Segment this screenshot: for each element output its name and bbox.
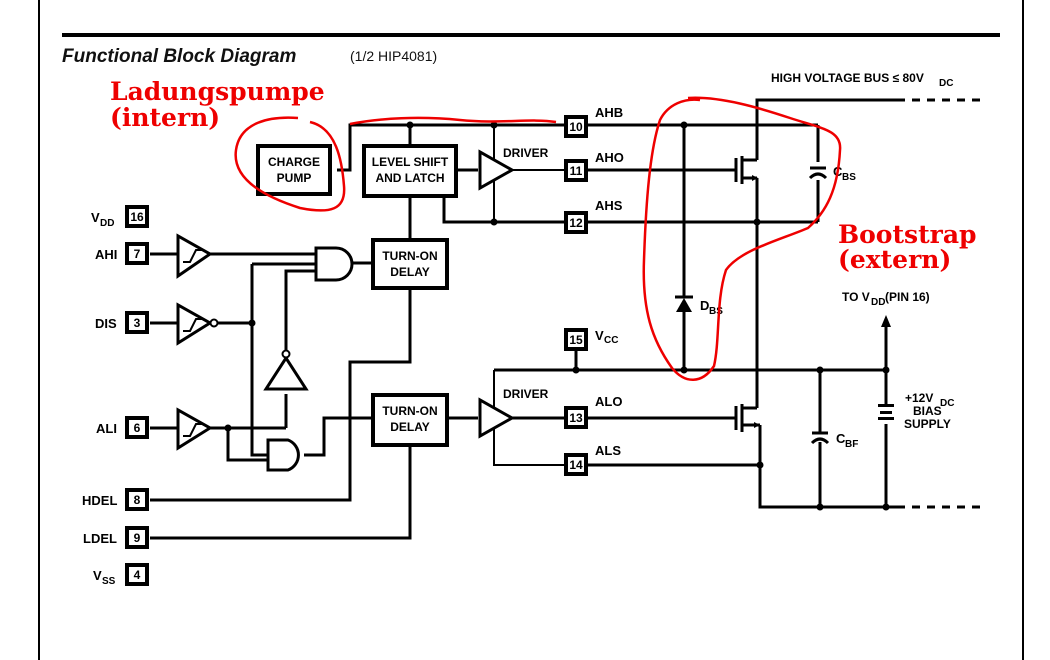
turn-on-delay-high-label-1: TURN-ON [382,249,437,263]
turn-on-delay-high-block: TURN-ON DELAY [371,238,449,290]
pin-vcc: 15 V CC [564,328,618,351]
charge-pump-label-2: PUMP [277,171,312,185]
svg-text:AHI: AHI [95,247,117,262]
turn-on-delay-low-block: TURN-ON DELAY [371,393,449,447]
schmitt-inverter-dis-icon [176,302,219,346]
pin-aho: 11 AHO [564,150,624,182]
mosfet-high-icon [734,156,758,184]
svg-text:AHO: AHO [595,150,624,165]
svg-text:AHS: AHS [595,198,623,213]
svg-text:TO V: TO V [842,290,870,304]
svg-text:13: 13 [569,411,583,425]
charge-pump-label-1: CHARGE [268,155,320,169]
driver-high-label: DRIVER [503,146,549,160]
diagram-subtitle: (1/2 HIP4081) [350,48,437,64]
turn-on-delay-low-label-2: DELAY [390,420,430,434]
svg-text:8: 8 [134,493,141,507]
svg-text:BS: BS [842,172,856,183]
driver-low-label: DRIVER [503,387,549,401]
svg-text:9: 9 [134,531,141,545]
pin-alo: 13 ALO [564,394,622,429]
svg-text:HDEL: HDEL [82,493,117,508]
to-vdd-label: TO V DD (PIN 16) [842,290,930,308]
pin-ldel: LDEL 9 [83,526,149,549]
capacitor-cbf-icon: C BF [810,431,858,450]
hv-bus-label: HIGH VOLTAGE BUS ≤ 80V DC [771,71,953,89]
svg-text:C: C [836,431,846,446]
bootstrap-note-line1: Bootstrap [838,220,977,249]
svg-text:BF: BF [845,439,858,450]
svg-text:DC: DC [939,78,953,89]
level-shift-block: LEVEL SHIFT AND LATCH [362,144,458,198]
pin-ali: ALI 6 [96,416,149,439]
junction-dots [224,121,890,511]
driver-low: DRIVER [478,387,549,439]
and-gate-low-icon [266,438,300,472]
driver-high: DRIVER [478,146,549,191]
svg-text:DIS: DIS [95,316,117,331]
pin-als: 14 ALS [564,443,621,476]
svg-text:ALI: ALI [96,421,117,436]
svg-text:7: 7 [134,247,141,261]
turn-on-delay-high-label-2: DELAY [390,265,430,279]
wires [150,98,985,540]
charge-pump-circle-annotation [234,116,346,212]
svg-text:3: 3 [134,316,141,330]
level-shift-label-2: AND LATCH [375,171,444,185]
svg-text:12: 12 [569,216,583,230]
pin-vss: V SS 4 [93,563,149,587]
svg-text:6: 6 [134,421,141,435]
svg-text:SUPPLY: SUPPLY [904,417,951,431]
svg-text:HIGH VOLTAGE BUS ≤ 80V: HIGH VOLTAGE BUS ≤ 80V [771,71,924,85]
turn-on-delay-low-label-1: TURN-ON [382,404,437,418]
battery-icon [878,404,894,420]
svg-text:ALS: ALS [595,443,621,458]
svg-text:10: 10 [569,120,583,134]
diode-dbs-icon: D BS [675,295,723,317]
pin-vdd: V DD 16 [91,205,149,229]
svg-text:CC: CC [604,335,618,346]
bootstrap-note-line2: (extern) [838,245,951,274]
svg-text:V: V [595,328,604,343]
svg-text:+12V: +12V [905,391,933,405]
schmitt-buffer-ali-icon [176,407,213,451]
pin-ahs: 12 AHS [564,198,623,234]
pin-ahi: AHI 7 [95,242,149,265]
svg-text:LDEL: LDEL [83,531,117,546]
svg-text:DD: DD [100,218,114,229]
mosfet-low-icon [734,404,760,432]
pin-hdel: HDEL 8 [82,488,149,511]
svg-text:SS: SS [102,576,116,587]
inverter-icon [263,349,309,391]
svg-text:15: 15 [569,333,583,347]
svg-text:(PIN 16): (PIN 16) [885,290,930,304]
charge-pump-note-line2: (intern) [110,103,220,132]
charge-pump-block: CHARGE PUMP [256,144,332,196]
schmitt-buffer-ahi-icon [176,233,213,279]
svg-text:V: V [91,210,100,225]
bias-supply-label: +12V DC BIAS SUPPLY [904,391,954,431]
pin-dis: DIS 3 [95,311,149,334]
svg-text:ALO: ALO [595,394,622,409]
and-gate-high-icon [314,246,354,282]
svg-text:DC: DC [940,398,954,409]
svg-text:4: 4 [134,568,141,582]
svg-text:D: D [700,298,709,313]
svg-text:V: V [93,568,102,583]
level-shift-label-1: LEVEL SHIFT [372,155,449,169]
svg-text:14: 14 [569,458,583,472]
diagram-title: Functional Block Diagram [62,46,296,67]
charge-pump-note-line1: Ladungspumpe [110,77,325,106]
svg-text:DD: DD [871,297,885,308]
bootstrap-outline-annotation [642,96,842,381]
svg-text:AHB: AHB [595,105,623,120]
svg-text:BS: BS [709,306,723,317]
pin-ahb: 10 AHB [564,105,623,138]
svg-text:16: 16 [130,210,144,224]
svg-text:BIAS: BIAS [913,404,942,418]
svg-text:11: 11 [570,164,583,178]
ahb-underline-annotation [349,116,557,126]
